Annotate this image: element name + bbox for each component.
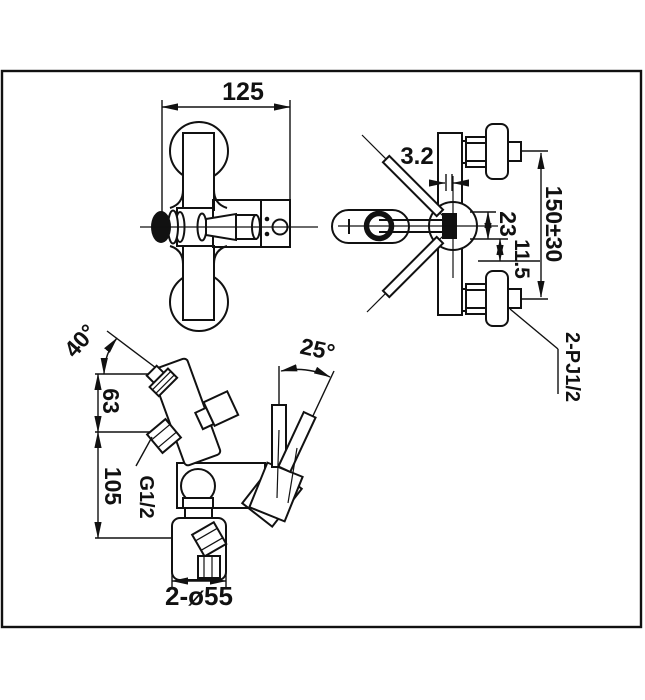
- lever-position-down: [381, 235, 445, 299]
- label-offset: 23: [495, 211, 521, 237]
- stem-flare: [169, 245, 184, 265]
- bottom-handle-stem: [182, 245, 215, 321]
- side-view: 3.2 23 11.5 150±30 2-PJ1/2: [331, 123, 583, 402]
- stem-flare: [169, 189, 184, 209]
- label-handle-angle: 25°: [298, 333, 337, 366]
- label-connection-thread: 2-PJ1/2: [561, 332, 583, 402]
- dim-handle-angle: 25°: [280, 333, 337, 378]
- label-roughness: 3.2: [400, 143, 433, 170]
- bottom-connector: [461, 270, 522, 327]
- inlet-hex: [145, 417, 183, 455]
- bracket-dot: [264, 216, 270, 222]
- lever-line: [287, 447, 298, 504]
- dim-heights: 63 105: [94, 373, 172, 539]
- collar-ring: [184, 507, 213, 519]
- label-half-offset: 11.5: [510, 239, 533, 279]
- flange-nut: [190, 520, 228, 558]
- hex-nut: [465, 283, 487, 315]
- outlet-nut: [148, 367, 179, 398]
- leader-connection-thread: 2-PJ1/2: [509, 308, 583, 402]
- knob: [202, 389, 240, 428]
- hex-nut: [465, 136, 487, 168]
- lever-position-up: [381, 154, 445, 218]
- eccentric-body: [485, 270, 509, 327]
- flange-stub: [197, 555, 221, 579]
- bracket-dot: [264, 231, 270, 237]
- top-handle-stem: [182, 132, 215, 211]
- dim-hole-spacing: 150±30: [521, 150, 567, 300]
- dim-offset: 23 11.5: [470, 211, 540, 279]
- top-connector: [461, 123, 522, 180]
- shower-outlet-fitting: [145, 364, 179, 398]
- stem-flare: [213, 245, 228, 265]
- dim-roughness: 3.2: [400, 143, 470, 191]
- label-spout-angle: 40°: [59, 319, 102, 362]
- label-upper-height: 63: [98, 388, 124, 414]
- wall-nipple: [507, 288, 522, 309]
- handle-lever-tilted: [277, 410, 317, 474]
- leader-outlet-thread: G1/2: [135, 436, 157, 519]
- collar-ring: [182, 497, 214, 509]
- stem-flare: [213, 189, 228, 209]
- lever-line: [276, 429, 280, 499]
- dim-front-width: 125: [161, 78, 291, 214]
- label-front-width: 125: [222, 78, 264, 106]
- label-hole-spacing: 150±30: [541, 186, 567, 263]
- label-outlet-thread: G1/2: [135, 475, 157, 518]
- drawing-border: [0, 69, 643, 629]
- eccentric-body: [485, 123, 509, 180]
- dim-escutcheon: 2-ø55: [165, 573, 233, 611]
- diverter-knob: [193, 389, 240, 431]
- label-lower-height: 105: [100, 467, 126, 506]
- front-view: 125: [140, 78, 318, 332]
- wall-nipple: [507, 141, 522, 162]
- label-escutcheon-dia: 2-ø55: [165, 581, 233, 611]
- angled-view: 40° 63 105: [59, 319, 338, 611]
